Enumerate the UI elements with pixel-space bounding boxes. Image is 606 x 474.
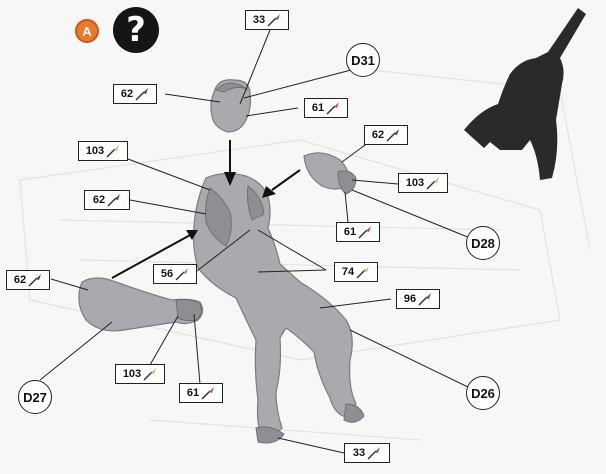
paint-number: 74: [342, 266, 354, 278]
paint-ref: 62: [113, 84, 157, 104]
paintbrush-icon: [326, 101, 340, 115]
decal-callout: D26: [466, 376, 500, 410]
paint-ref: 103: [78, 141, 128, 161]
paintbrush-icon: [358, 225, 372, 239]
decal-callout: D28: [466, 226, 500, 260]
paintbrush-icon: [201, 386, 215, 400]
paint-ref: 62: [84, 190, 130, 210]
paint-number: 61: [344, 226, 356, 238]
paint-ref: 62: [6, 270, 50, 290]
paint-number: 103: [86, 145, 104, 157]
paint-ref: 103: [115, 364, 165, 384]
paint-ref: 33: [344, 443, 390, 463]
paintbrush-icon: [107, 193, 121, 207]
decal-callout: D31: [346, 43, 380, 77]
paint-ref: 103: [398, 173, 448, 193]
paint-ref: 61: [336, 222, 380, 242]
paint-ref: 96: [396, 289, 440, 309]
paint-number: 103: [123, 368, 141, 380]
paint-ref: 33: [245, 10, 289, 30]
paintbrush-icon: [418, 292, 432, 306]
paintbrush-icon: [106, 144, 120, 158]
paintbrush-icon: [175, 267, 189, 281]
paint-ref: 74: [334, 262, 378, 282]
paint-number: 103: [406, 177, 424, 189]
paint-ref: 56: [153, 264, 197, 284]
paintbrush-icon: [426, 176, 440, 190]
paintbrush-icon: [267, 13, 281, 27]
paintbrush-icon: [386, 128, 400, 142]
help-question-icon: ?: [113, 7, 159, 53]
paint-ref: 61: [179, 383, 223, 403]
paintbrush-icon: [143, 367, 157, 381]
paintbrush-icon: [356, 265, 370, 279]
paint-ref: 62: [364, 125, 408, 145]
paint-number: 33: [253, 14, 265, 26]
paint-number: 61: [312, 102, 324, 114]
paint-number: 62: [372, 129, 384, 141]
paint-number: 56: [161, 268, 173, 280]
decal-callout: D27: [18, 380, 52, 414]
paint-number: 61: [187, 387, 199, 399]
paint-number: 62: [14, 274, 26, 286]
paint-number: 62: [121, 88, 133, 100]
step-a-badge: A: [75, 19, 99, 43]
paint-number: 62: [93, 194, 105, 206]
paintbrush-icon: [28, 273, 42, 287]
paint-number: 96: [404, 293, 416, 305]
paintbrush-icon: [367, 446, 381, 460]
paint-ref: 61: [304, 98, 348, 118]
paint-number: 33: [353, 447, 365, 459]
paintbrush-icon: [135, 87, 149, 101]
